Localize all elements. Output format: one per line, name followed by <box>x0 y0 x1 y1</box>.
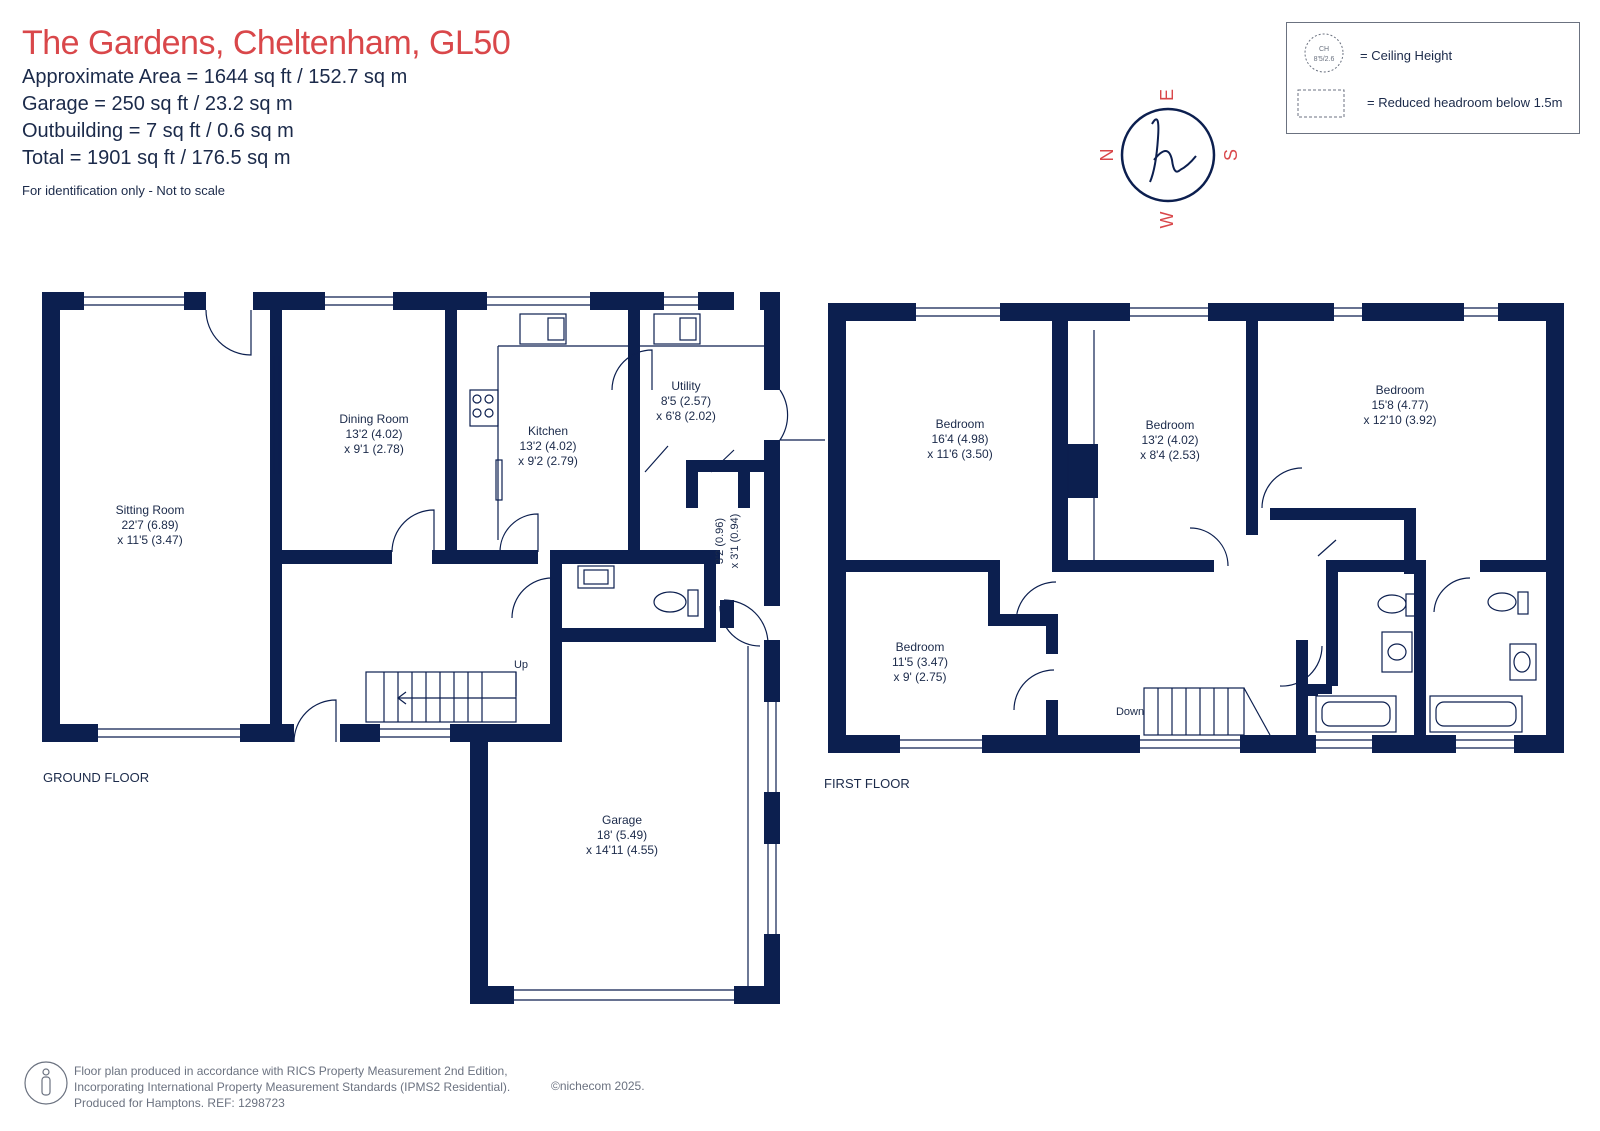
room-dim-2: x 11'5 (3.47) <box>117 533 183 547</box>
room-bedroom-2: Bedroom 13'2 (4.02) x 8'4 (2.53) <box>1110 418 1230 463</box>
room-dim-1: 22'7 (6.89) <box>121 518 179 532</box>
room-dim-2: x 9' (2.75) <box>893 670 947 684</box>
compass-e: E <box>1157 89 1177 101</box>
garage-area: Garage = 250 sq ft / 23.2 sq m <box>22 93 293 115</box>
room-utility: Utility 8'5 (2.57) x 6'8 (2.02) <box>626 379 746 424</box>
room-sitting-room: Sitting Room 22'7 (6.89) x 11'5 (3.47) <box>90 503 210 548</box>
copyright-text: ©nichecom 2025. <box>551 1079 645 1093</box>
compass-rose: N E S W <box>1097 89 1241 229</box>
compass-s: S <box>1221 149 1241 161</box>
compass-circle <box>1120 107 1216 203</box>
legend-box <box>1286 22 1580 134</box>
footer-line-1: Floor plan produced in accordance with R… <box>74 1064 508 1078</box>
room-dim-1: 15'8 (4.77) <box>1371 398 1429 412</box>
first-floor-details <box>900 307 1537 749</box>
reduced-headroom-swatch <box>1297 89 1345 118</box>
room-bedroom-4: Bedroom 11'5 (3.47) x 9' (2.75) <box>860 640 980 685</box>
stairs-up-label: Up <box>513 659 529 671</box>
footer-notes: Floor plan produced in accordance with R… <box>74 1063 510 1111</box>
first-floor-label: FIRST FLOOR <box>824 776 910 791</box>
approximate-area: Approximate Area = 1644 sq ft / 152.7 sq… <box>22 66 408 88</box>
ceiling-badge-top: CH <box>1319 46 1329 53</box>
total-area: Total = 1901 sq ft / 176.5 sq m <box>22 147 291 169</box>
footer-line-3: Produced for Hamptons. REF: 1298723 <box>74 1096 285 1110</box>
ceiling-height-label: = Ceiling Height <box>1360 48 1453 63</box>
room-dim-2: x 14'11 (4.55) <box>585 843 659 857</box>
room-dim-1: 11'5 (3.47) <box>891 655 949 669</box>
ceiling-height-badge <box>1304 33 1344 73</box>
room-name: Bedroom <box>1375 383 1425 397</box>
room-dim-1: 18' (5.49) <box>596 828 648 842</box>
room-dining-room: Dining Room 13'2 (4.02) x 9'1 (2.78) <box>314 412 434 457</box>
page-title: The Gardens, Cheltenham, GL50 <box>22 24 511 62</box>
room-dim-2: x 9'2 (2.79) <box>518 454 578 468</box>
room-name: Kitchen <box>527 424 569 438</box>
room-dim-2: x 11'6 (3.50) <box>927 447 993 461</box>
ceiling-badge-bottom: 8'5/2.6 <box>1314 56 1335 63</box>
room-dim-1: 13'2 (4.02) <box>519 439 577 453</box>
compass-n: N <box>1097 149 1117 162</box>
room-bedroom-3: Bedroom 15'8 (4.77) x 12'10 (3.92) <box>1340 383 1460 428</box>
room-name: Sitting Room <box>115 503 185 517</box>
room-kitchen: Kitchen 13'2 (4.02) x 9'2 (2.79) <box>488 424 608 469</box>
room-name: Utility <box>671 379 701 393</box>
room-dim-1: 16'4 (4.98) <box>931 432 989 446</box>
room-garage: Garage 18' (5.49) x 14'11 (4.55) <box>562 813 682 858</box>
room-bedroom-1: Bedroom 16'4 (4.98) x 11'6 (3.50) <box>900 417 1020 462</box>
room-name: Garage <box>601 813 643 827</box>
reduced-headroom-label: = Reduced headroom below 1.5m <box>1367 95 1563 110</box>
compass-w: W <box>1157 212 1177 229</box>
room-name: Bedroom <box>1145 418 1195 432</box>
room-dim-2: x 3'1 (0.94) <box>729 513 741 569</box>
first-floor-plan <box>828 303 1564 753</box>
room-dim-1: 3'2 (0.96) <box>714 517 726 565</box>
stairs-down-label: Down <box>1115 706 1145 718</box>
room-dim-2: x 6'8 (2.02) <box>656 409 716 423</box>
room-dim-2: x 9'1 (2.78) <box>344 442 404 456</box>
outbuilding-area: Outbuilding = 7 sq ft / 0.6 sq m <box>22 120 294 142</box>
room-dim-1: 8'5 (2.57) <box>660 394 712 408</box>
disclaimer-note: For identification only - Not to scale <box>22 183 226 198</box>
room-dim-2: x 8'4 (2.53) <box>1140 448 1200 462</box>
footer-line-2: Incorporating International Property Mea… <box>74 1080 511 1094</box>
ground-floor-label: GROUND FLOOR <box>43 770 150 785</box>
room-name: Bedroom <box>935 417 985 431</box>
ground-floor-details <box>84 296 825 1001</box>
room-dim-1: 13'2 (4.02) <box>1141 433 1199 447</box>
room-dim-2: x 12'10 (3.92) <box>1363 413 1437 427</box>
room-name: Bedroom <box>895 640 945 654</box>
brand-logo-icon <box>1149 118 1197 183</box>
room-name: Dining Room <box>339 412 409 426</box>
room-dim-1: 13'2 (4.02) <box>345 427 403 441</box>
room-outbuilding: 3'2 (0.96) x 3'1 (0.94) <box>713 496 743 586</box>
